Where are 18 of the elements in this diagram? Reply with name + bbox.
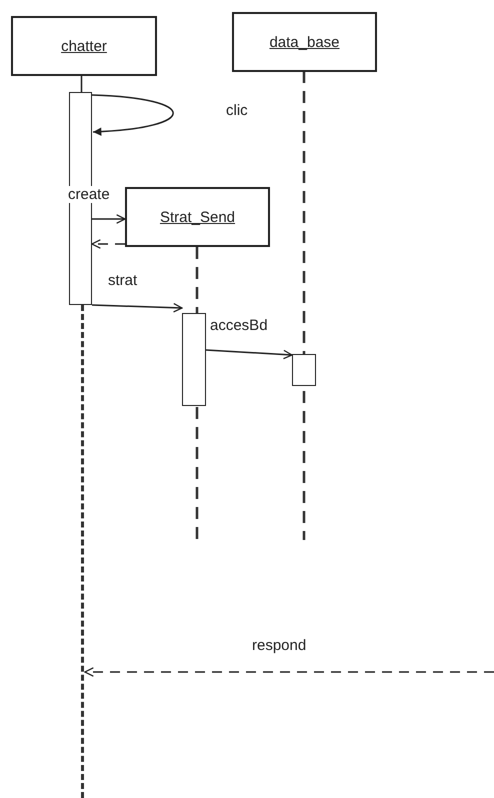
message-label: respond bbox=[250, 637, 308, 654]
activation-bar bbox=[182, 313, 206, 406]
lifeline bbox=[81, 305, 85, 798]
message-arrow bbox=[206, 349, 293, 360]
object-name: Strat_Send bbox=[160, 208, 236, 226]
message-label: create bbox=[66, 186, 112, 203]
message-arrow bbox=[84, 667, 494, 677]
object-name: chatter bbox=[61, 38, 107, 54]
object-box bbox=[11, 16, 157, 76]
message-arrow bbox=[91, 239, 125, 249]
activation-bar bbox=[292, 354, 316, 386]
object-name: data_base bbox=[269, 34, 340, 50]
object-box bbox=[125, 187, 270, 247]
lifeline bbox=[80, 76, 82, 92]
message-arrow bbox=[92, 302, 183, 312]
object-box bbox=[232, 12, 377, 72]
message-arrow bbox=[92, 214, 126, 224]
message-arrow bbox=[92, 94, 174, 136]
